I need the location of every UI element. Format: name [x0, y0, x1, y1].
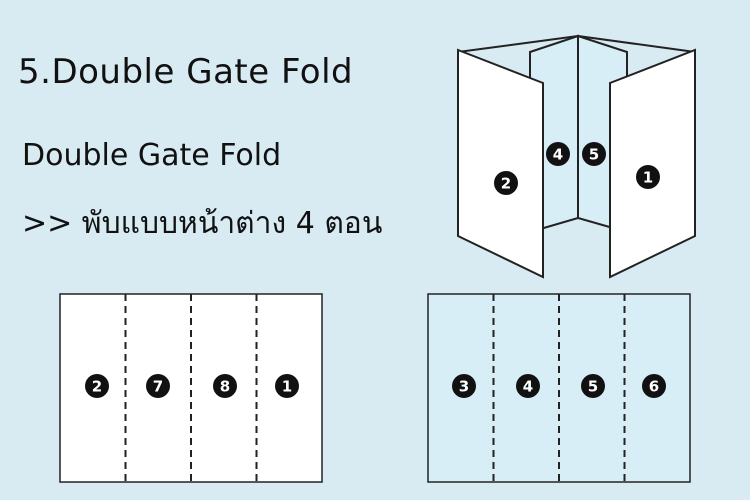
outside-panel-badge: 1 — [275, 374, 299, 398]
page-title: 5.Double Gate Fold — [18, 52, 354, 92]
inside-panel-badge: 3 — [452, 374, 476, 398]
badge-label: 8 — [220, 378, 230, 396]
badge-left-door: 2 — [494, 171, 518, 195]
outside-panel-badge: 2 — [85, 374, 109, 398]
folded-brochure: 2 4 5 1 — [457, 34, 696, 279]
left-door-panel — [457, 48, 544, 279]
badge-label: 1 — [643, 169, 653, 187]
inside-panel-badge: 6 — [642, 374, 666, 398]
badge-right-door: 1 — [636, 165, 660, 189]
fold-description: >> พับแบบหน้าต่าง 4 ตอน — [22, 206, 383, 241]
badge-label: 4 — [553, 146, 563, 164]
badge-label: 6 — [649, 378, 659, 396]
fold-name: Double Gate Fold — [22, 138, 282, 173]
outside-panel-badge: 8 — [213, 374, 237, 398]
inside-panel-badge: 4 — [516, 374, 540, 398]
outside-sheet: 2 7 8 1 — [59, 293, 323, 483]
badge-label: 5 — [588, 378, 598, 396]
badge-label: 5 — [589, 146, 599, 164]
inside-panel-badge: 5 — [581, 374, 605, 398]
inside-sheet: 3 4 5 6 — [427, 293, 691, 483]
badge-inner-left: 4 — [546, 142, 570, 166]
badge-label: 4 — [523, 378, 533, 396]
badge-inner-right: 5 — [582, 142, 606, 166]
badge-label: 1 — [282, 378, 292, 396]
badge-label: 3 — [459, 378, 469, 396]
badge-label: 2 — [501, 175, 511, 193]
badge-label: 7 — [153, 378, 163, 396]
badge-label: 2 — [92, 378, 102, 396]
right-door-panel — [609, 48, 696, 279]
outside-panel-badge: 7 — [146, 374, 170, 398]
